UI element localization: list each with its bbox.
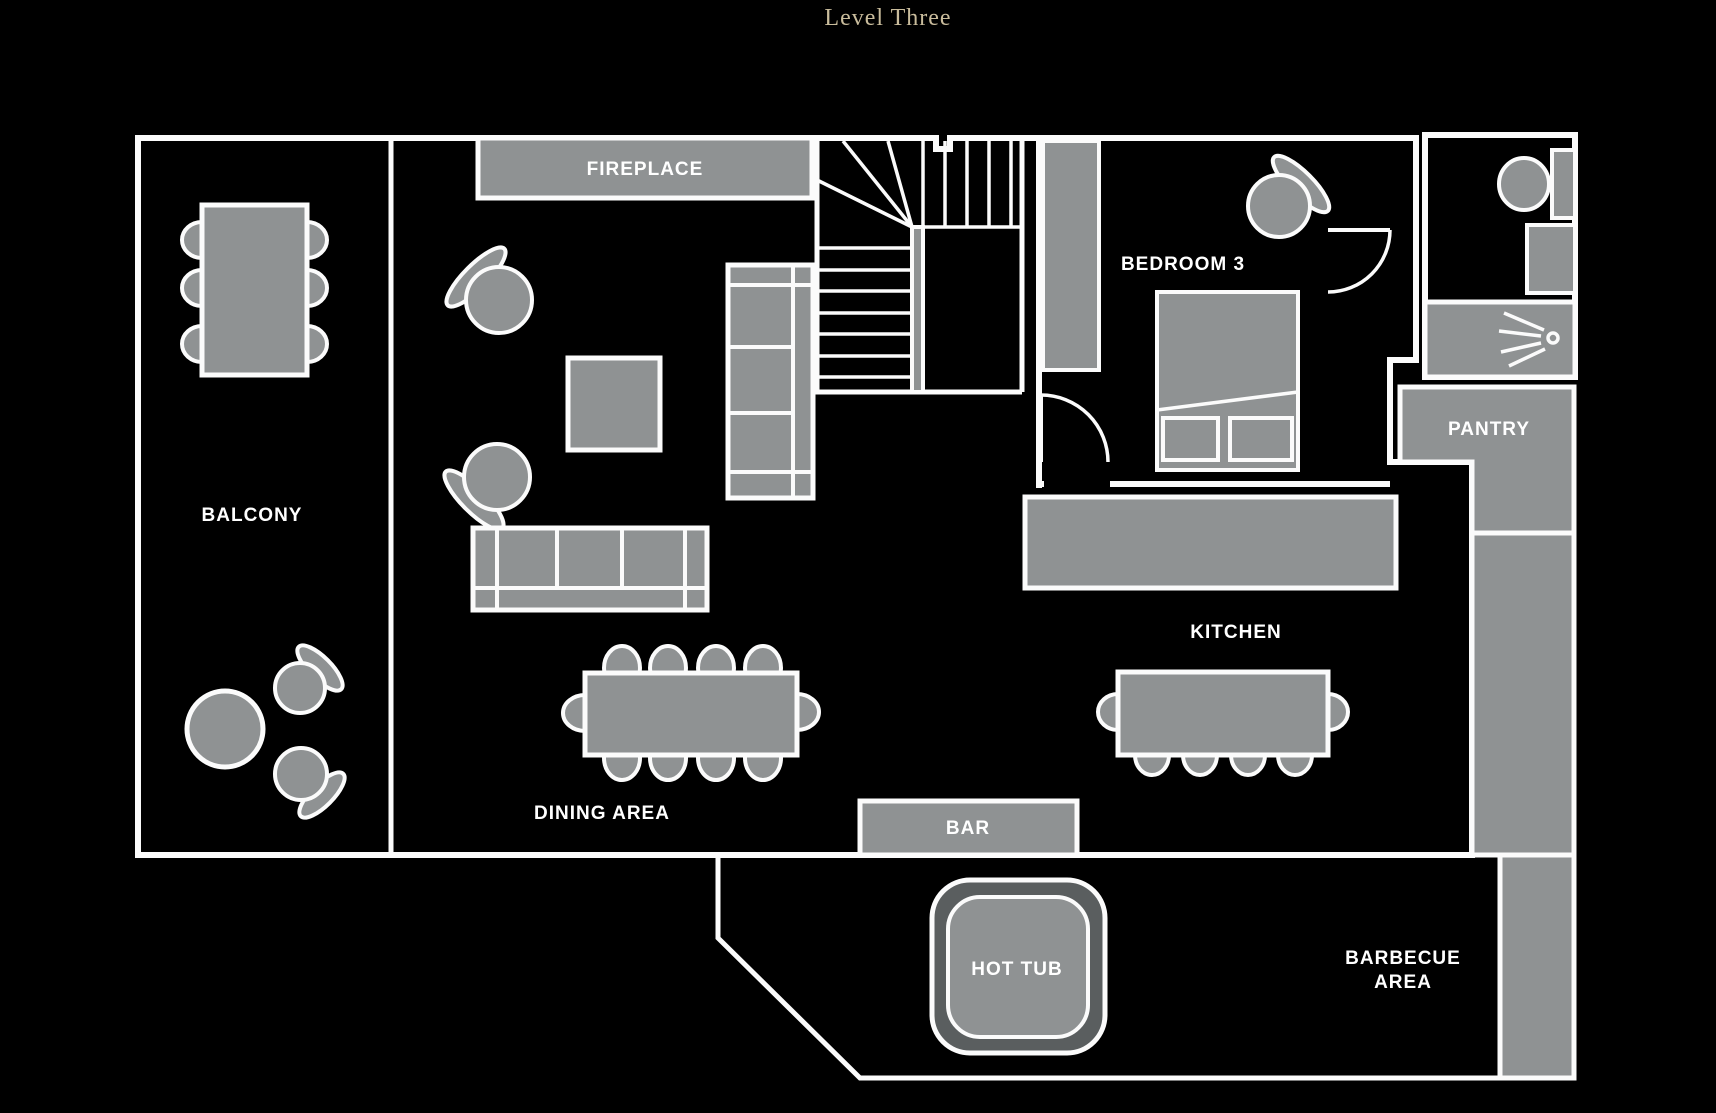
balcony-lounge-chair xyxy=(273,661,327,715)
armchair-seat xyxy=(464,265,534,335)
label-bedroom3: BEDROOM 3 xyxy=(1121,254,1245,275)
coffee-table xyxy=(565,355,663,453)
label-balcony: BALCONY xyxy=(202,505,303,526)
sofa-horizontal xyxy=(470,525,710,613)
dining-set xyxy=(561,644,821,782)
label-bar: BAR xyxy=(946,818,990,839)
sofa-body xyxy=(725,262,816,501)
pantry-block xyxy=(1397,384,1577,536)
bar-counter xyxy=(857,798,1080,858)
hot-tub-inner xyxy=(946,895,1090,1039)
staircase xyxy=(814,138,1025,395)
page-title: Level Three xyxy=(824,5,951,31)
label-fireplace: FIREPLACE xyxy=(587,159,704,180)
sink-cabinet xyxy=(1525,223,1577,295)
stair-winder xyxy=(886,140,914,228)
label-hot-tub: HOT TUB xyxy=(971,959,1062,980)
kitchen-counter xyxy=(1022,494,1399,591)
wardrobe xyxy=(1041,139,1101,372)
toilet-bowl xyxy=(1497,156,1551,212)
dining-table xyxy=(582,670,800,758)
shower-spray xyxy=(1503,311,1545,332)
shower-head-icon xyxy=(1498,311,1560,368)
shower xyxy=(1422,299,1578,380)
stair-rail xyxy=(910,225,925,394)
living-armchair-1 xyxy=(444,245,534,335)
bathroom xyxy=(1422,148,1578,380)
terrace-plate xyxy=(715,852,1577,1081)
terrace-side-deck xyxy=(1497,852,1577,1081)
label-dining-area: DINING AREA xyxy=(534,803,670,824)
balcony-lounge-chair xyxy=(273,746,329,802)
armchair-seat xyxy=(462,442,532,512)
label-pantry: PANTRY xyxy=(1448,419,1530,440)
bed-fold-line xyxy=(1156,390,1299,412)
shower-spray xyxy=(1498,329,1542,338)
stair-winder xyxy=(841,139,914,229)
fireplace-block xyxy=(475,135,815,201)
bedroom-chair xyxy=(1246,173,1312,239)
shower-head xyxy=(1546,331,1560,345)
label-kitchen: KITCHEN xyxy=(1190,622,1281,643)
balcony-dining-set xyxy=(180,202,329,378)
side-corridor-strip xyxy=(1469,530,1577,858)
balcony-round-table xyxy=(184,688,266,770)
pillow xyxy=(1228,416,1294,462)
label-barbecue-line1: BARBECUE xyxy=(1345,948,1461,969)
pillow xyxy=(1161,416,1220,462)
kitchen-island-set xyxy=(1096,669,1350,777)
shower-spray xyxy=(1508,347,1546,368)
hot-tub xyxy=(929,877,1108,1056)
door-swing-arc xyxy=(1040,393,1110,463)
balcony-table xyxy=(199,202,310,378)
door-swing-arc xyxy=(1327,229,1392,294)
sofa-vertical xyxy=(725,262,816,501)
balcony-lounge-set xyxy=(184,643,347,820)
kitchen-island xyxy=(1115,669,1331,758)
stair-winder xyxy=(816,178,913,229)
sofa-body xyxy=(470,525,710,613)
living-armchair-2 xyxy=(442,442,532,532)
toilet-tank xyxy=(1550,148,1577,220)
label-barbecue-line2: AREA xyxy=(1374,972,1432,993)
shower-spray xyxy=(1500,341,1542,354)
bedroom3 xyxy=(1036,138,1392,488)
